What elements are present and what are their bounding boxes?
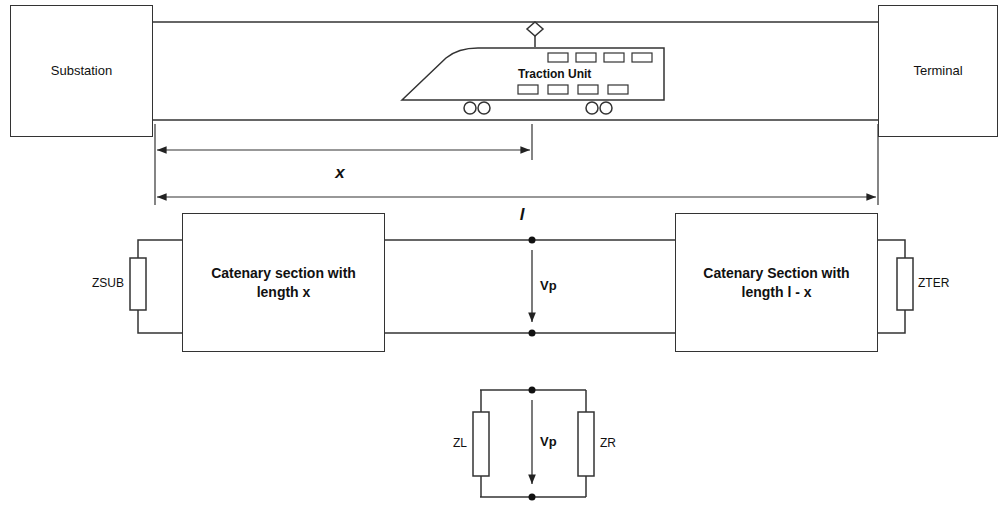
wheels — [464, 102, 612, 114]
box-label: Terminal — [907, 62, 968, 80]
traction-unit: Traction Unit — [398, 44, 670, 104]
dimension-label: l — [520, 206, 525, 223]
train-window — [576, 53, 596, 62]
impedance-label: ZL — [453, 437, 467, 449]
pantograph-arm — [534, 36, 536, 47]
train-window — [604, 53, 624, 62]
train-window — [578, 85, 598, 94]
pantograph — [527, 22, 543, 36]
impedance-label: ZTER — [918, 277, 949, 289]
voltage-arrows — [531, 250, 532, 484]
substation-box: Substation — [10, 5, 153, 137]
catenary-section-box: Catenary section with length x — [182, 213, 385, 352]
box-label: Substation — [45, 62, 118, 80]
train-window — [548, 53, 568, 62]
dimension-lines — [155, 124, 878, 205]
impedance-label: ZR — [600, 437, 616, 449]
circuit-wires — [138, 240, 905, 497]
impedance-label: ZSUB — [92, 277, 124, 289]
catenary-section-box: Catenary Section with length l - x — [675, 213, 878, 352]
train-window — [608, 85, 628, 94]
box-label: Catenary section with length x — [186, 264, 381, 302]
voltage-label: Vp — [540, 435, 557, 448]
voltage-label: Vp — [540, 279, 557, 292]
train-label: Traction Unit — [516, 66, 593, 82]
train-window — [548, 85, 568, 94]
train-body — [402, 48, 664, 100]
train-window — [518, 85, 538, 94]
track-lines — [153, 22, 878, 120]
terminal-box: Terminal — [878, 5, 998, 137]
dimension-label: x — [335, 164, 344, 181]
train-window — [632, 53, 652, 62]
box-label: Catenary Section with length l - x — [679, 264, 874, 302]
